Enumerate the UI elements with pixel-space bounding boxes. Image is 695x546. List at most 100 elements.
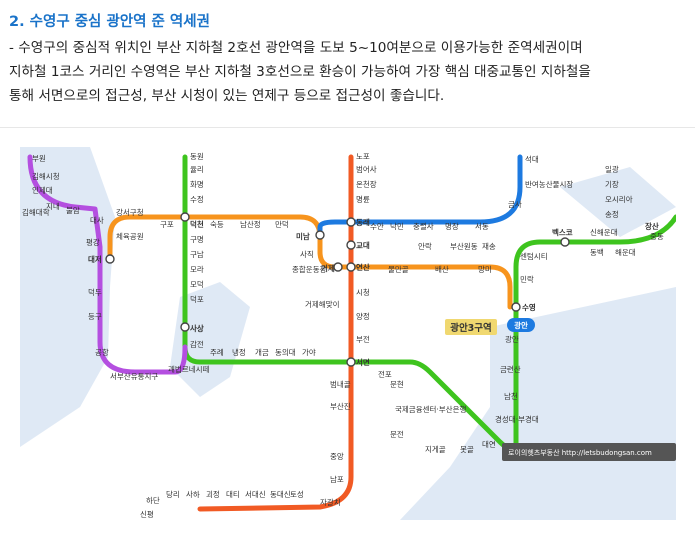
body-line-3: 통해 서면으로의 접근성, 부산 시청이 있는 연제구 등으로 접근성이 좋습니… bbox=[9, 88, 445, 104]
label-dongbaek: 동백 bbox=[590, 247, 604, 257]
label-hadan: 하단 bbox=[146, 495, 160, 505]
label-seodaesin: 서대신 bbox=[245, 490, 266, 499]
station-suyeong[interactable] bbox=[511, 302, 521, 312]
line-1 bbox=[197, 154, 354, 512]
label-motgol: 못골 bbox=[460, 445, 474, 454]
label-jaesong: 재송 bbox=[482, 242, 496, 251]
label-jangsan: 장산 bbox=[645, 221, 659, 231]
label-dangni: 당리 bbox=[166, 489, 180, 499]
water-sea bbox=[400, 287, 676, 520]
watermark-text: 로이의헷츠부동산 http://letsbudongsan.com bbox=[508, 448, 652, 457]
label-jeonpo: 전포 bbox=[378, 369, 392, 379]
label-mangmi: 망미 bbox=[478, 264, 492, 274]
label-namcheon: 남천 bbox=[504, 391, 518, 401]
water-areas bbox=[20, 147, 676, 520]
line-3-path bbox=[107, 214, 513, 310]
water-river-mid bbox=[170, 282, 250, 397]
label-chungnyeolsa: 충렬사 bbox=[413, 222, 434, 231]
label-toseong: 토성 bbox=[290, 490, 304, 499]
label-mora: 모라 bbox=[190, 265, 204, 274]
label-daesa: 대사 bbox=[90, 216, 104, 225]
line-1-path bbox=[197, 154, 354, 512]
label-kyungsung: 경성대·부경대 bbox=[495, 414, 539, 424]
label-juryegwa: 주례 bbox=[210, 347, 224, 357]
label-sukdeung: 숙등 bbox=[210, 220, 224, 229]
label-mulmangol: 물만골 bbox=[388, 265, 409, 274]
station-dongnae[interactable] bbox=[346, 217, 356, 227]
label-gamjeon: 감전 bbox=[190, 339, 204, 349]
label-modeok: 모덕 bbox=[190, 279, 204, 289]
body-line-2: 지하철 1코스 거리인 수영역은 부산 지하철 3호선으로 환승이 가능하여 가… bbox=[9, 64, 591, 80]
label-gimhae: 김해시청 bbox=[32, 171, 60, 181]
station-deokcheon[interactable] bbox=[180, 212, 190, 222]
label-pyeonggang: 평강 bbox=[86, 237, 100, 247]
station-sasang[interactable] bbox=[180, 322, 190, 332]
watermark: 로이의헷츠부동산 http://letsbudongsan.com bbox=[502, 443, 676, 461]
label-bexco: 벡스코 bbox=[552, 227, 573, 237]
label-bulam: 불암 bbox=[66, 205, 80, 215]
label-deokdu: 덕두 bbox=[88, 287, 102, 297]
label-deokpo: 덕포 bbox=[190, 294, 204, 304]
gwangan-tag-box bbox=[507, 318, 535, 332]
label-gaya: 가야 bbox=[302, 347, 316, 357]
label-daejeo: 대저 bbox=[88, 254, 102, 264]
label-daeyeon: 대연 bbox=[482, 440, 496, 449]
label-osiria: 오시리아 bbox=[605, 194, 633, 204]
label-bukcheon: 부원 bbox=[32, 154, 46, 163]
line-4 bbox=[317, 154, 523, 240]
label-sasang: 사상 bbox=[190, 323, 204, 333]
label-geumnyeonsan: 금련산 bbox=[500, 364, 521, 374]
label-yulli: 율리 bbox=[190, 165, 204, 174]
label-sinhaeundae: 신해운대 bbox=[590, 227, 618, 237]
label-suyeong: 수영 bbox=[522, 302, 536, 312]
station-gyodae[interactable] bbox=[346, 240, 356, 250]
label-ilgwang: 일광 bbox=[605, 164, 619, 174]
line-3 bbox=[107, 214, 513, 310]
label-baesan: 배산 bbox=[435, 264, 449, 274]
label-sijeong: 시청 bbox=[356, 288, 370, 297]
label-haeundae: 해운대 bbox=[615, 247, 636, 257]
label-saha: 사하 bbox=[186, 489, 200, 499]
label-jung: 중동 bbox=[650, 232, 664, 241]
label-inje: 인제대 bbox=[32, 185, 53, 195]
gwangan-highlight: 광안3구역 광안 bbox=[445, 318, 535, 335]
label-jinae: 지내 bbox=[46, 202, 60, 211]
station-yeonsan[interactable] bbox=[346, 262, 356, 272]
label-seokdae: 석대 bbox=[525, 154, 539, 164]
label-gukje: 국제금융센터·부산은행 bbox=[395, 404, 466, 414]
body-line-1: - 수영구의 중심적 위치인 부산 지하철 2호선 광안역을 도보 5~10여분… bbox=[9, 40, 583, 56]
label-sujeong: 수정 bbox=[190, 194, 204, 204]
station-geoje[interactable] bbox=[333, 262, 343, 272]
label-dongnae: 동래 bbox=[356, 217, 370, 227]
station-seomyeon[interactable] bbox=[346, 357, 356, 367]
label-beomeosa: 범어사 bbox=[356, 164, 377, 174]
label-jigegol: 지게골 bbox=[425, 444, 446, 454]
label-sajik: 사직 bbox=[300, 249, 314, 259]
label-gwangan: 광안 bbox=[505, 334, 519, 344]
label-daeti: 대티 bbox=[226, 490, 240, 499]
label-allak: 안락 bbox=[418, 241, 432, 251]
station-daejeo[interactable] bbox=[105, 254, 115, 264]
label-naengjeong: 냉정 bbox=[232, 347, 246, 357]
section-body: - 수영구의 중심적 위치인 부산 지하철 2호선 광안역을 도보 5~10여분… bbox=[9, 36, 689, 108]
station-minam[interactable] bbox=[315, 230, 325, 240]
label-songjeong: 송정 bbox=[605, 209, 619, 219]
label-busanjin: 부산진 bbox=[330, 401, 351, 411]
subway-map: 광안3구역 광안 동래 교대 연산 서면 덕천 사상 미남 거제 수영 벡스코 … bbox=[20, 147, 676, 520]
label-yeonsan: 연산 bbox=[356, 262, 370, 272]
label-jagalchi: 자갈치 bbox=[320, 498, 341, 507]
label-nopo: 노포 bbox=[356, 152, 370, 161]
label-gunam: 구남 bbox=[190, 250, 204, 259]
label-gyodae: 교대 bbox=[356, 240, 370, 250]
label-minam: 미남 bbox=[296, 231, 310, 241]
label-munhyeon: 문현 bbox=[390, 380, 404, 389]
station-bexco[interactable] bbox=[560, 237, 570, 247]
label-dongwon: 동원 bbox=[190, 152, 204, 161]
line-4-path bbox=[317, 154, 523, 240]
label-yangjeong: 양정 bbox=[356, 311, 370, 321]
station-labels: 동래 교대 연산 서면 덕천 사상 미남 거제 수영 벡스코 대저 장산 노포 … bbox=[22, 152, 664, 519]
stations bbox=[105, 212, 570, 367]
label-dongeuidae: 동의대 bbox=[275, 347, 296, 357]
label-dongdaesin: 동대신 bbox=[270, 490, 291, 499]
